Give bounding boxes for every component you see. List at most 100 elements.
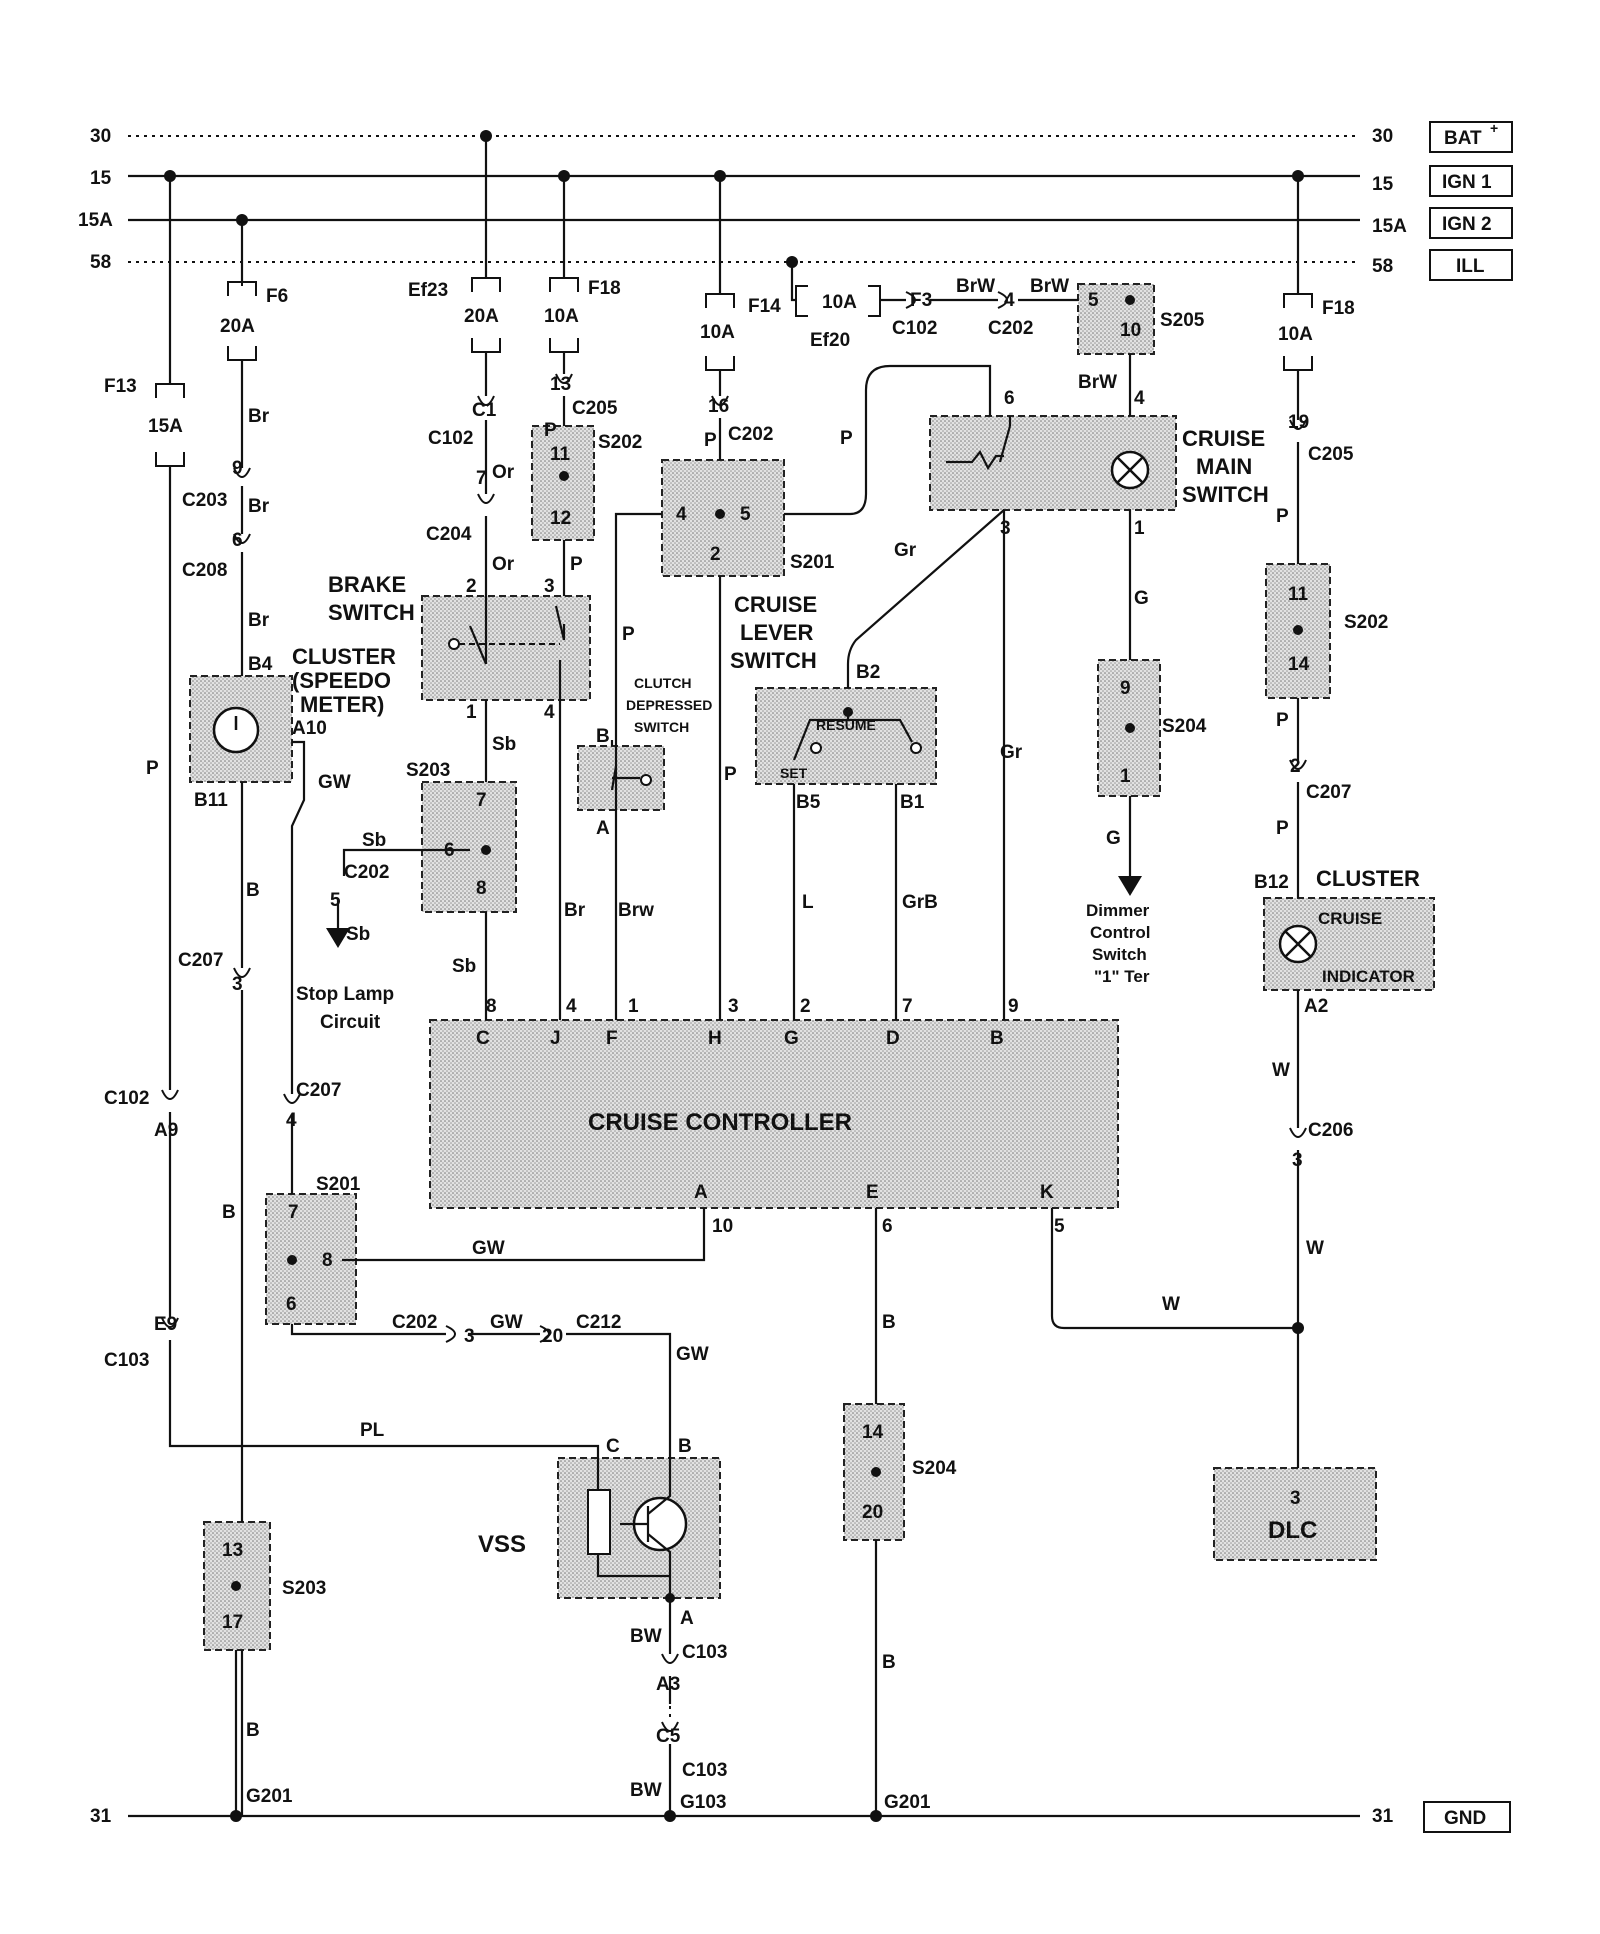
rail-ill-tag: ILL <box>1456 256 1485 277</box>
wire-p-1: P <box>544 420 557 441</box>
wire-or-1: Or <box>492 462 515 483</box>
pin-5: 5 <box>740 504 751 525</box>
pin-9-s204: 9 <box>1120 678 1131 699</box>
pin-13: 13 <box>550 374 571 395</box>
wire-w-3: W <box>1162 1294 1180 1315</box>
pin-6-s203: 6 <box>444 840 455 861</box>
c202-top-label: C202 <box>728 424 773 445</box>
pin-9: 9 <box>232 458 243 479</box>
rail-30-left-label: 30 <box>90 126 111 147</box>
pin-17-s203b: 17 <box>222 1612 243 1633</box>
clutch-title-3: SWITCH <box>634 719 689 735</box>
rail-gnd-box <box>1423 1801 1511 1833</box>
wire-p-f13: P <box>146 758 159 779</box>
wire-w-1: W <box>1272 1060 1290 1081</box>
rail-bat-tag: BAT <box>1444 128 1482 149</box>
cluster-title-3: METER) <box>300 692 384 717</box>
f3-label: F3 <box>910 290 932 311</box>
rail-30-right-label: 30 <box>1372 126 1393 147</box>
fuse-f6-bottom <box>227 346 257 361</box>
rail-15a-right-label: 15A <box>1372 216 1407 237</box>
fuse-ef23-rating: 20A <box>464 306 499 327</box>
stop-lamp-note-1: Stop Lamp <box>296 984 394 1005</box>
s205-box <box>1077 283 1155 355</box>
wire-gw-3: GW <box>490 1312 523 1333</box>
rail-ign1-tag: IGN 1 <box>1442 172 1492 193</box>
c5-label: C5 <box>656 1726 681 1747</box>
cluster-cruise-sub-1: CRUISE <box>1318 909 1382 928</box>
fuse-f13-top <box>155 383 185 398</box>
wire-sb-2: Sb <box>362 830 386 851</box>
wire-p-8: P <box>1276 710 1289 731</box>
b12-label: B12 <box>1254 872 1289 893</box>
g201-left-label: G201 <box>246 1786 293 1807</box>
rail-bat-sup: + <box>1490 120 1498 136</box>
s203-top-label: S203 <box>406 760 450 781</box>
ctrl-pin-6: 6 <box>882 1216 893 1237</box>
pin-4: 4 <box>676 504 687 525</box>
clutch-title-2: DEPRESSED <box>626 697 712 713</box>
g201-right-label: G201 <box>884 1792 931 1813</box>
pin-8-s201b: 8 <box>322 1250 333 1271</box>
stop-lamp-note-2: Circuit <box>320 1012 381 1033</box>
b2-label: B2 <box>856 662 880 683</box>
wire-gw-2: GW <box>472 1238 505 1259</box>
s203-top-box <box>421 781 517 913</box>
c212-label: C212 <box>576 1312 621 1333</box>
pin-2-brake: 2 <box>466 576 477 597</box>
pin-C-vss: C <box>606 1436 620 1457</box>
wire-br-3: Br <box>248 610 270 631</box>
rail-ign2-tag: IGN 2 <box>1442 214 1492 235</box>
wire-brw-3: BrW <box>1078 372 1117 393</box>
b1-label: B1 <box>900 792 925 813</box>
wire-w-2: W <box>1306 1238 1324 1259</box>
wire-p-9: P <box>1276 818 1289 839</box>
pin-16: 16 <box>708 396 729 417</box>
cluster-cruise-sub-2: INDICATOR <box>1322 967 1415 986</box>
arrow-down-icon <box>1118 876 1142 896</box>
c103-c5-label: C103 <box>682 1760 727 1781</box>
pin-14-s204b: 14 <box>862 1422 884 1443</box>
c103-left-label: C103 <box>104 1350 149 1371</box>
ctrl-pin-4: 4 <box>566 996 577 1017</box>
ctrl-pin-J: J <box>550 1028 561 1049</box>
symbols <box>212 425 1318 1598</box>
pin-4-main: 4 <box>1134 388 1145 409</box>
wire-or-2: Or <box>492 554 515 575</box>
c204-label: C204 <box>426 524 472 545</box>
wire-p-5: P <box>840 428 853 449</box>
pin-11-r: 11 <box>1288 584 1309 605</box>
ctrl-pin-2: 2 <box>800 996 811 1017</box>
b4-label: B4 <box>248 654 273 675</box>
rail-31-right-label: 31 <box>1372 1806 1394 1827</box>
ctrl-pin-C: C <box>476 1028 490 1049</box>
wires <box>168 136 1304 1816</box>
fuse-f18a-top <box>549 277 579 292</box>
pin-5-s205: 5 <box>1088 290 1099 311</box>
arrows <box>326 876 1142 948</box>
pin-2: 2 <box>710 544 721 565</box>
pin-4-c207: 4 <box>286 1110 297 1131</box>
s204-bottom-box <box>843 1403 905 1541</box>
power-rails: 30 30 BAT + 15 15 IGN 1 15A 15A IGN 2 58… <box>78 120 1513 1833</box>
wire-br-brake: Br <box>564 900 586 921</box>
wire-gr-1: Gr <box>894 540 917 561</box>
wire-p-7: P <box>1276 506 1289 527</box>
ctrl-pin-D: D <box>886 1028 900 1049</box>
wire-g-1: G <box>1134 588 1149 609</box>
cruise-controller-title: CRUISE CONTROLLER <box>588 1109 852 1136</box>
pin-6-main: 6 <box>1004 388 1015 409</box>
ctrl-pin-K: K <box>1040 1182 1054 1203</box>
rail-15-left-label: 15 <box>90 168 112 189</box>
wire-br-2: Br <box>248 496 270 517</box>
s201-top-label: S201 <box>790 552 835 573</box>
s202-right-label: S202 <box>1344 612 1388 633</box>
arrow-down-icon <box>326 928 350 948</box>
ctrl-pin-5: 5 <box>1054 1216 1065 1237</box>
s204-bottom-label: S204 <box>912 1458 957 1479</box>
cluster-title-2: (SPEEDO <box>292 668 391 693</box>
wire-p-4: P <box>704 430 717 451</box>
resume-label: RESUME <box>816 717 876 733</box>
wire-brw-1: BrW <box>956 276 995 297</box>
